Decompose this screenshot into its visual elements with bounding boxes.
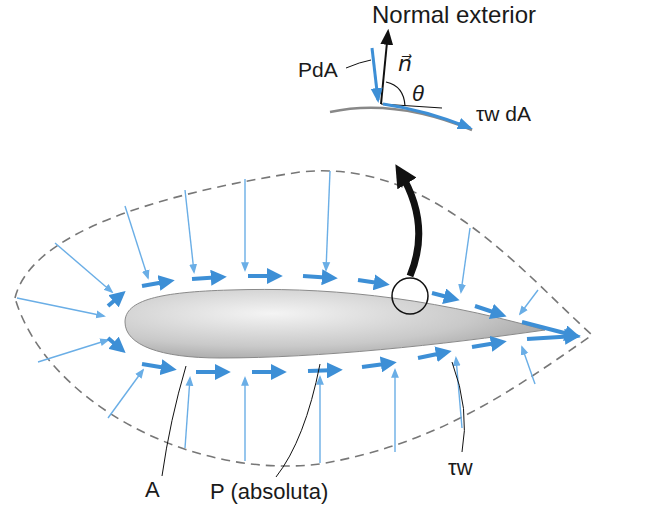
shear-force <box>383 104 470 128</box>
pressure-force <box>372 48 378 100</box>
angle-symbol: θ <box>412 82 424 106</box>
control-volume <box>15 171 592 466</box>
surface-element <box>330 108 472 130</box>
leader-line <box>162 366 186 476</box>
area-label: A <box>145 478 160 502</box>
shear-label: τw <box>448 456 473 480</box>
airfoil <box>125 289 545 358</box>
leader-line <box>452 362 464 452</box>
leader-line <box>346 60 371 68</box>
theta-arc <box>386 82 405 106</box>
normal-vector <box>381 32 388 104</box>
leader-line <box>276 364 320 477</box>
detail-circle <box>392 278 428 314</box>
shear-stress-arrows <box>108 276 576 372</box>
force-label: PdA <box>298 58 338 81</box>
vector-caption: Normal exterior <box>372 2 536 28</box>
force-label: τw dA <box>476 102 531 125</box>
detail-arrow <box>400 172 419 276</box>
vector-symbol: n⃗ <box>398 52 412 76</box>
pressure-label: P (absoluta) <box>210 480 328 504</box>
